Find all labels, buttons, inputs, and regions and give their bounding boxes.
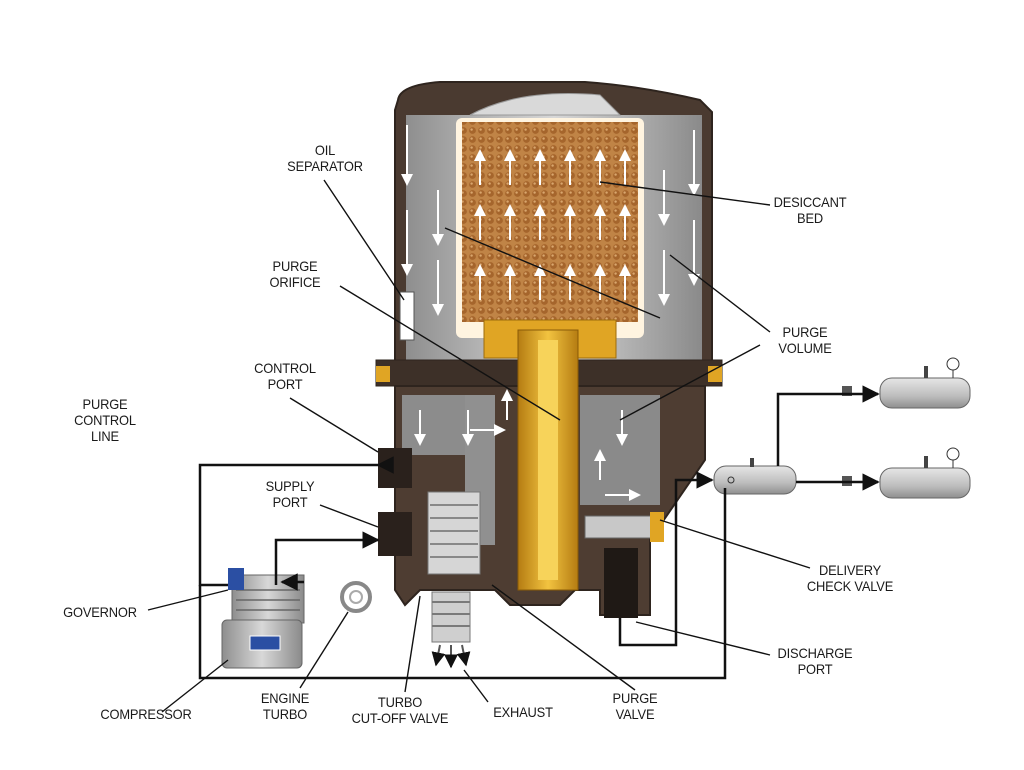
delivery-check-valve-body: [584, 515, 656, 539]
label-exhaust: EXHAUST: [493, 704, 553, 720]
air-tanks: [713, 357, 971, 499]
engine-turbo-body: [340, 581, 372, 613]
primary-tank: [879, 377, 971, 409]
piping: [198, 385, 880, 680]
label-governor: GOVERNOR: [63, 604, 137, 620]
canister: [394, 81, 713, 371]
supply-tank: [713, 465, 797, 495]
discharge-port-fitting: [604, 548, 638, 618]
base-body: [378, 329, 706, 669]
exhaust-spring: [431, 591, 471, 643]
flow-arrows: [401, 125, 700, 316]
desiccant-beads: [462, 122, 638, 322]
compressor-assembly: [221, 568, 372, 669]
secondary-tank: [879, 467, 971, 499]
label-compressor: COMPRESSOR: [100, 706, 192, 722]
control-port-fitting: [378, 448, 412, 488]
supply-port-fitting: [378, 512, 412, 556]
leader-lines: [147, 179, 811, 713]
governor-body: [228, 568, 244, 590]
